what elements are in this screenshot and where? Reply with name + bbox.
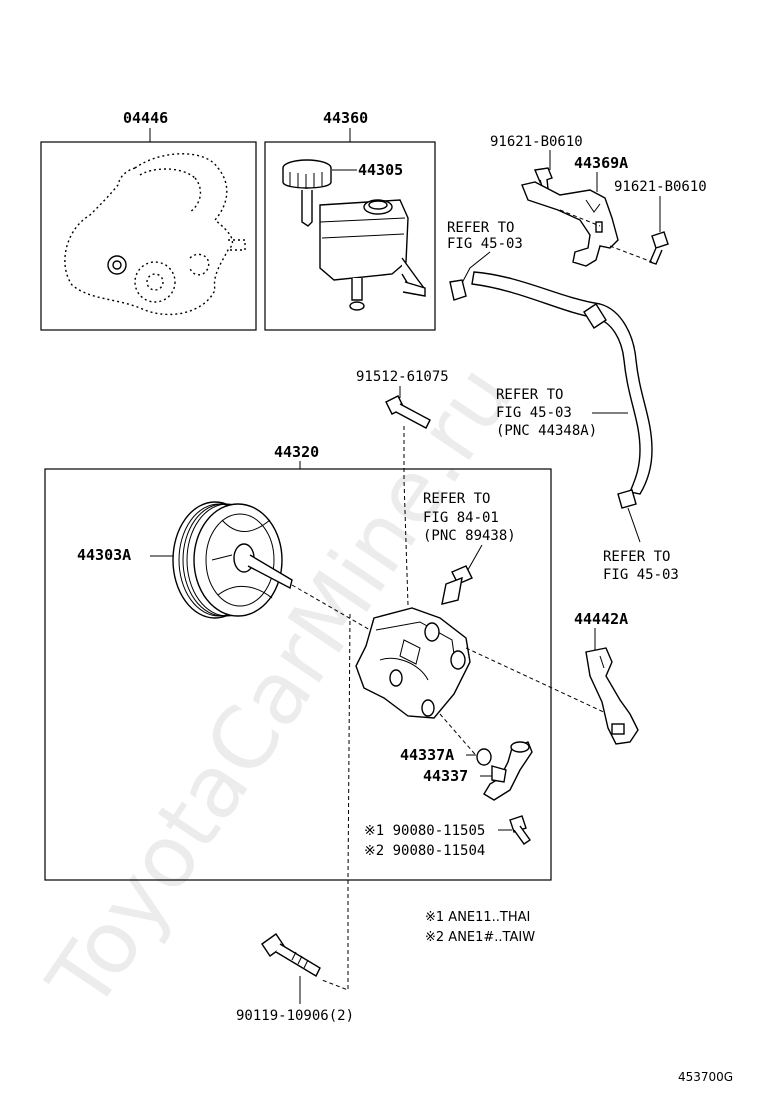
ref3-line3: (PNC 89438) [423, 528, 516, 544]
label-44360: 44360 [323, 109, 368, 127]
label-44320: 44320 [274, 443, 319, 461]
gasket-kit-box [40, 141, 257, 331]
label-04446: 04446 [123, 109, 168, 127]
ref4-line2: FIG 45-03 [603, 567, 679, 583]
pulley-44303A [172, 501, 293, 619]
figure-code: 453700G [678, 1070, 733, 1084]
label-91621-top: 91621-B0610 [490, 134, 583, 150]
o-ring-44337A [476, 748, 492, 766]
label-44369A: 44369A [574, 154, 628, 172]
union-44337 [483, 741, 533, 801]
pressure-switch [441, 565, 473, 605]
reservoir-cap [282, 159, 332, 227]
pump-body [355, 607, 471, 719]
label-91512: 91512-61075 [356, 369, 449, 385]
label-90080-2: ※2 90080-11504 [364, 843, 485, 859]
gasket-kit-outline [64, 153, 246, 316]
bolt-91621-right [649, 231, 669, 265]
bracket-44442A [585, 647, 639, 745]
bolt-91512 [385, 395, 431, 429]
ref4-line1: REFER TO [603, 549, 670, 565]
label-90080-1: ※1 90080-11505 [364, 823, 485, 839]
label-44337: 44337 [423, 767, 468, 785]
note-2: ※2 ANE1#..TAIW [425, 930, 535, 945]
ref1-line2: FIG 45-03 [447, 236, 523, 252]
bolt-90080 [509, 815, 531, 845]
pressure-hose [449, 271, 653, 509]
label-44305: 44305 [358, 161, 403, 179]
ref1-line1: REFER TO [447, 220, 514, 236]
label-44337A: 44337A [400, 746, 454, 764]
bolt-90119 [261, 933, 321, 977]
pump-assembly-box [44, 468, 552, 881]
label-44442A: 44442A [574, 610, 628, 628]
label-90119: 90119-10906(2) [236, 1008, 354, 1024]
label-91621-right: 91621-B0610 [614, 179, 707, 195]
bracket-44369A [521, 181, 619, 267]
ref2-line1: REFER TO [496, 387, 563, 403]
ref2-line3: (PNC 44348A) [496, 423, 597, 439]
ref3-line1: REFER TO [423, 491, 490, 507]
ref3-line2: FIG 84-01 [423, 510, 499, 526]
note-1: ※1 ANE11..THAI [425, 910, 530, 925]
ref2-line2: FIG 45-03 [496, 405, 572, 421]
label-44303A: 44303A [77, 546, 131, 564]
reservoir-tank [319, 199, 426, 311]
